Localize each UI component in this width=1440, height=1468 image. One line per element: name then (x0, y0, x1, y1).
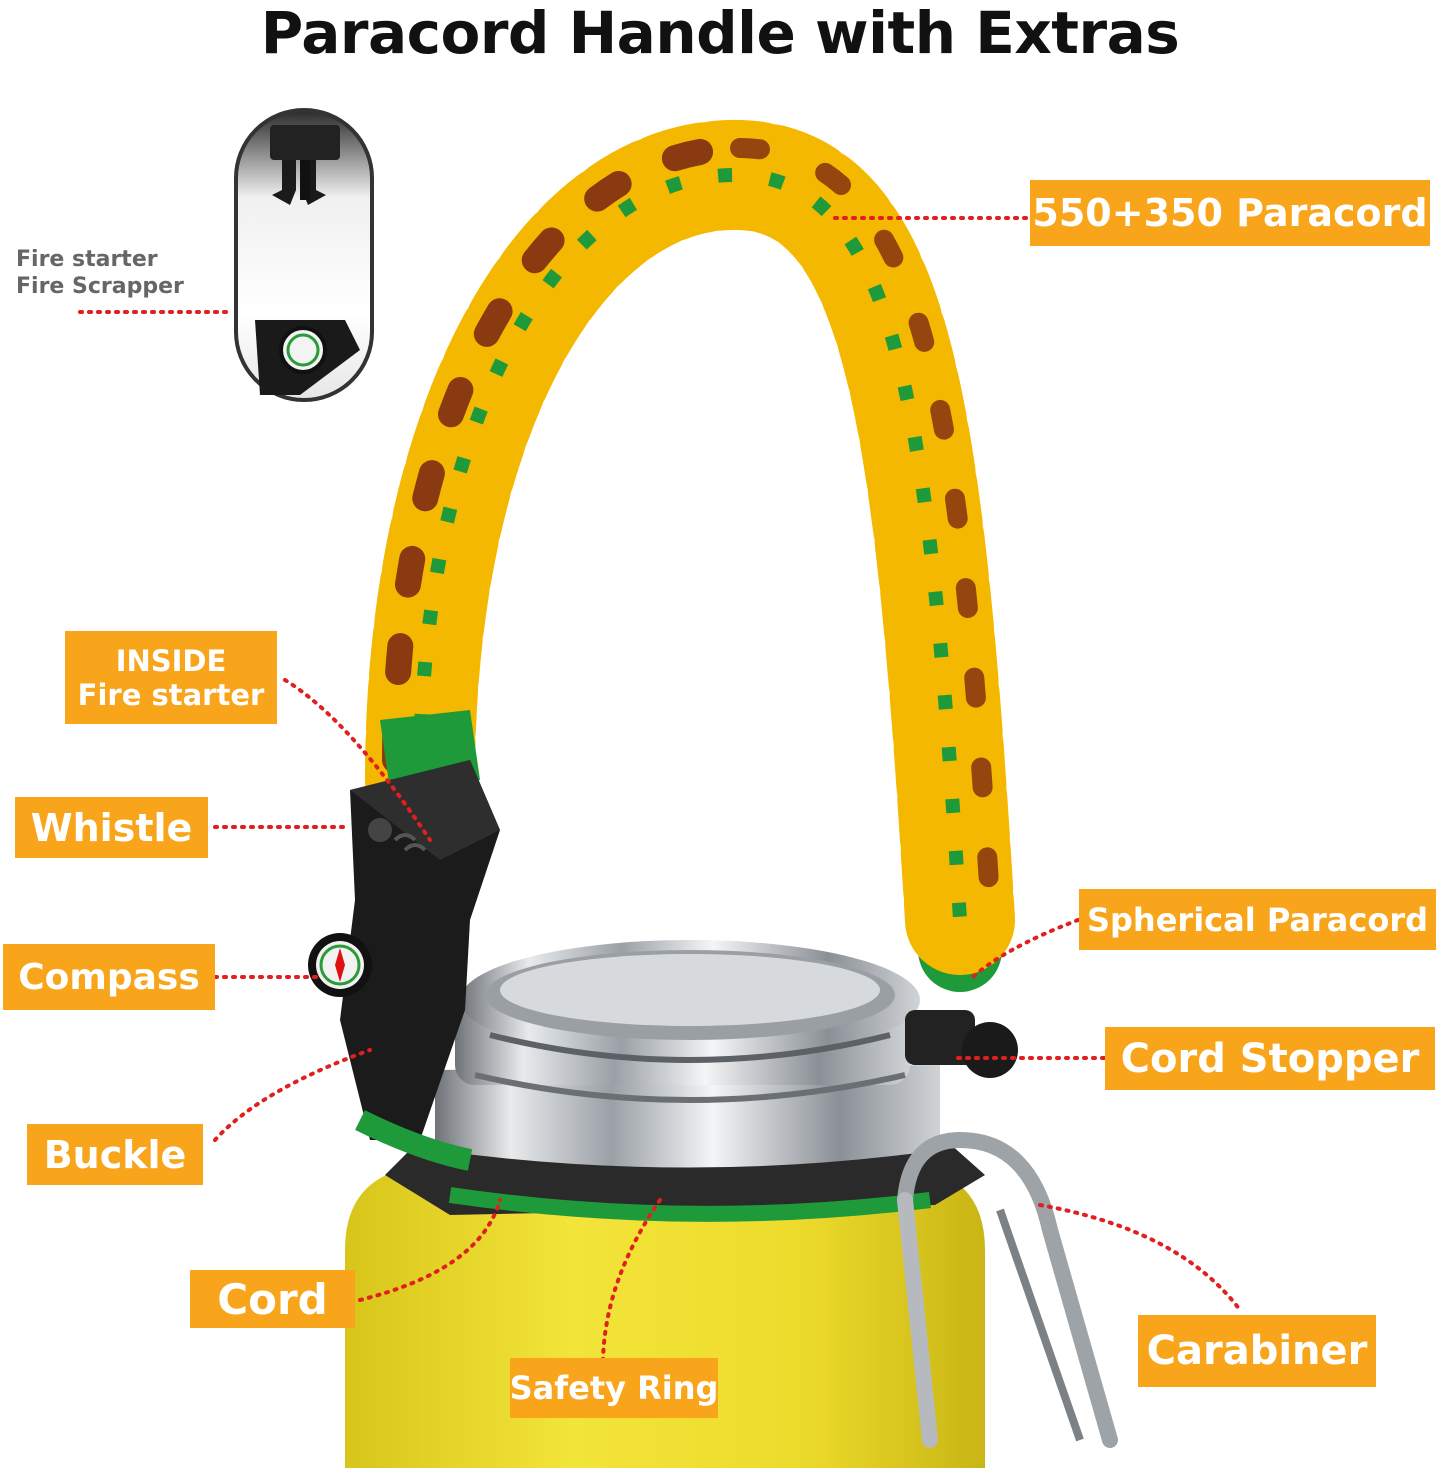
label-inside-line-1: INSIDE (115, 643, 227, 678)
label-cord-text: Cord (217, 1274, 328, 1324)
inset-caption: Fire starter Fire Scrapper (16, 246, 184, 300)
label-safety-ring: Safety Ring (510, 1358, 718, 1418)
page-title: Paracord Handle with Extras (260, 0, 1180, 67)
label-buckle-text: Buckle (43, 1132, 187, 1177)
label-whistle: Whistle (15, 797, 208, 858)
label-compass-text: Compass (18, 956, 200, 998)
bottle-icon (345, 940, 985, 1468)
fire-starter-inset (234, 108, 374, 402)
label-spherical-paracord: Spherical Paracord (1079, 889, 1436, 950)
inset-line-1: Fire starter (16, 247, 158, 272)
label-safety-ring-text: Safety Ring (509, 1369, 719, 1407)
label-buckle: Buckle (27, 1124, 203, 1185)
label-compass: Compass (3, 944, 215, 1010)
inset-line-2: Fire Scrapper (16, 274, 184, 299)
label-cord-stopper-text: Cord Stopper (1120, 1035, 1420, 1082)
label-carabiner: Carabiner (1138, 1315, 1376, 1387)
cord-stopper-icon (905, 1010, 1018, 1078)
label-spherical-text: Spherical Paracord (1086, 900, 1429, 939)
compass-icon (308, 933, 372, 997)
label-cord: Cord (190, 1270, 355, 1328)
label-paracord-text: 550+350 Paracord (1032, 191, 1428, 235)
carabiner-icon (897, 1131, 1118, 1448)
label-paracord: 550+350 Paracord (1030, 180, 1430, 246)
label-whistle-text: Whistle (30, 805, 193, 850)
fire-starter-icon (255, 125, 360, 395)
label-carabiner-text: Carabiner (1146, 1328, 1368, 1374)
whistle-icon (368, 818, 427, 852)
label-inside-line-2: Fire starter (77, 677, 265, 712)
leader-lines (78, 216, 1242, 1362)
label-cord-stopper: Cord Stopper (1105, 1027, 1435, 1090)
buckle-icon (308, 760, 500, 1171)
label-inside-fire-starter: INSIDE Fire starter (65, 631, 277, 724)
